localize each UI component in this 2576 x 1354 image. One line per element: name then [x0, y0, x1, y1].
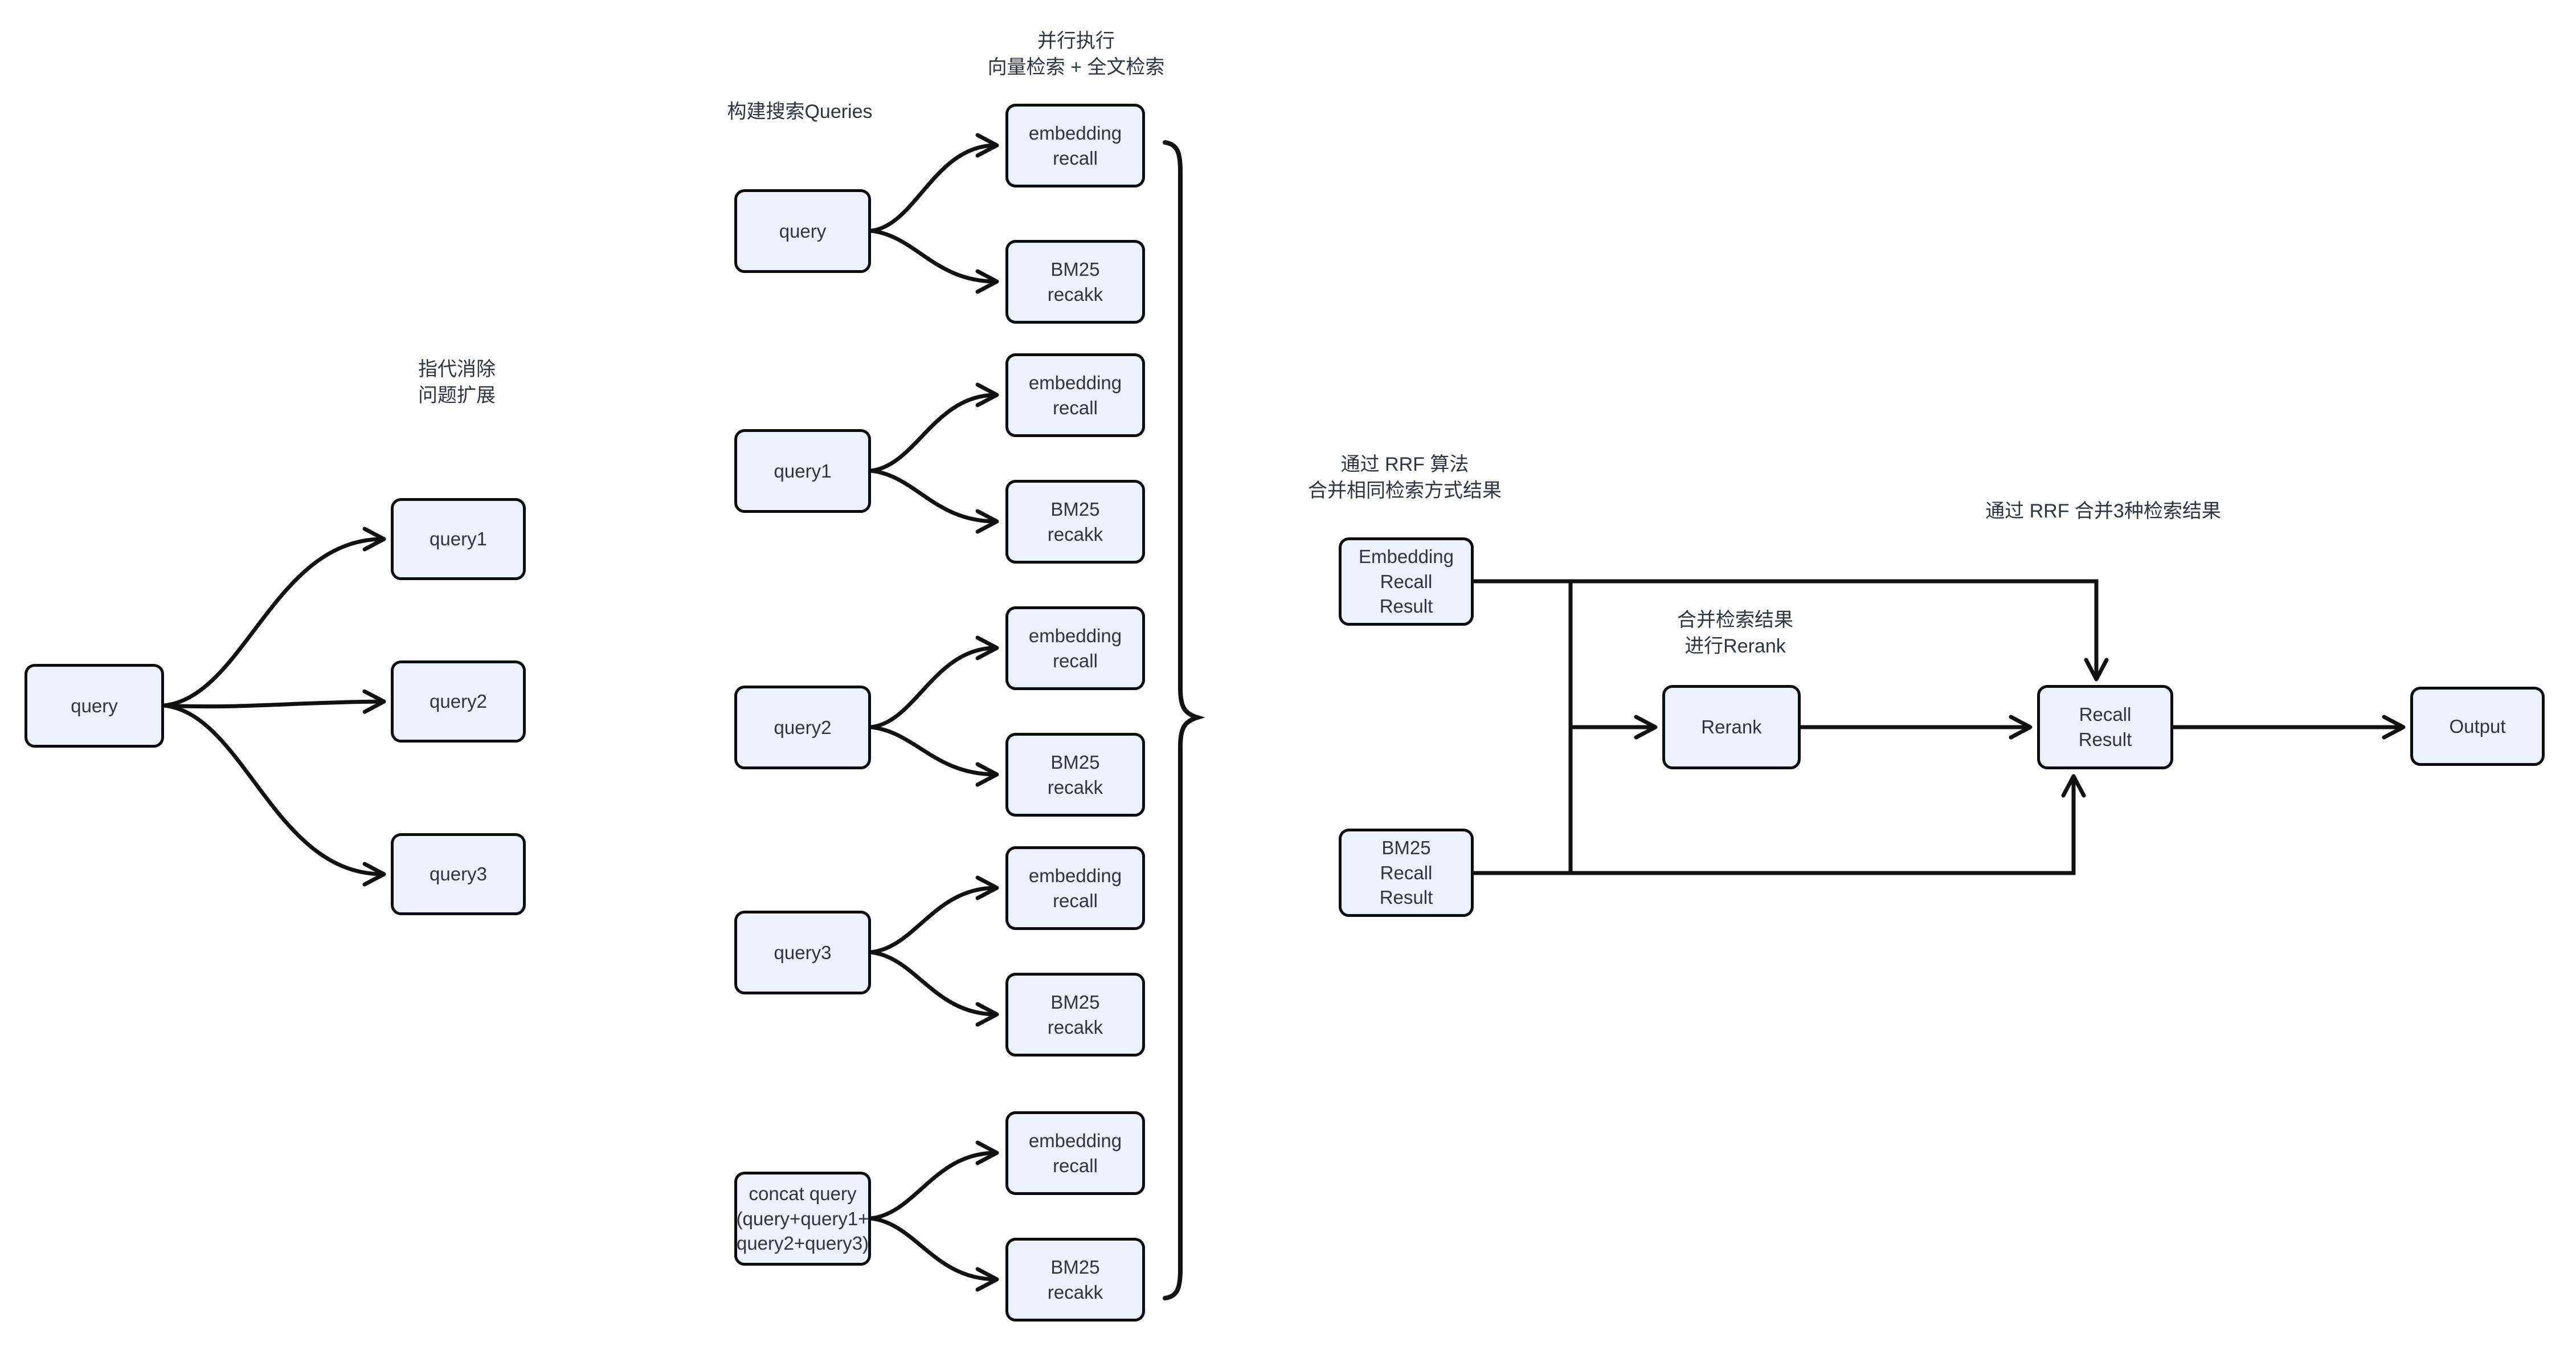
label-parallel-exec: 并行执行 向量检索 + 全文检索	[987, 30, 1165, 78]
edge-midq3-to-bm4	[869, 950, 999, 1027]
node-label: query	[779, 220, 827, 242]
node-bm25-recall-1: BM25 recakk	[1005, 240, 1145, 324]
node-label: embedding recall	[1028, 864, 1122, 911]
node-label: embedding recall	[1028, 122, 1122, 169]
node-query2: query2	[391, 660, 526, 743]
node-output: Output	[2410, 687, 2545, 766]
node-emb-recall-3: embedding recall	[1005, 606, 1145, 690]
node-label: query1	[430, 528, 487, 550]
node-label: BM25 recakk	[1047, 751, 1103, 798]
node-emb-recall-5: embedding recall	[1005, 1111, 1145, 1195]
node-query1: query1	[391, 498, 526, 580]
node-embedding-recall-result: Embedding Recall Result	[1339, 537, 1474, 626]
node-emb-recall-2: embedding recall	[1005, 353, 1145, 437]
node-query3: query3	[391, 833, 526, 915]
node-mid-query3: query3	[734, 911, 871, 994]
node-label: embedding recall	[1028, 372, 1122, 418]
label-merge-rerank: 合并检索结果 进行Rerank	[1677, 609, 1793, 657]
node-mid-query1: query1	[734, 429, 871, 513]
node-bm25-recall-2: BM25 recakk	[1005, 480, 1145, 564]
edge-midq2-to-emb3	[869, 635, 999, 729]
node-label: BM25 Recall Result	[1379, 837, 1433, 908]
edge-midq1-to-bm2	[869, 468, 999, 534]
node-label: BM25 recakk	[1047, 1256, 1103, 1303]
label-coref-expand: 指代消除 问题扩展	[418, 358, 496, 406]
node-label: Embedding Recall Result	[1359, 546, 1454, 617]
edge-bm25result-to-recallresult-bottom	[1471, 774, 2086, 875]
edge-midquery-to-emb1	[869, 133, 999, 233]
node-label: Output	[2449, 715, 2506, 737]
node-label: query2	[774, 716, 832, 738]
node-label: BM25 recakk	[1047, 498, 1103, 545]
node-bm25-recall-4: BM25 recakk	[1005, 973, 1145, 1057]
node-recall-result: Recall Result	[2037, 685, 2173, 769]
edge-embresult-to-recallresult-top	[1471, 579, 2109, 682]
edge-midq2-to-bm3	[869, 725, 999, 787]
node-mid-query2: query2	[734, 686, 871, 769]
node-label: query	[71, 695, 118, 716]
edge-midq1-to-emb2	[869, 382, 999, 473]
node-label: Recall Result	[2078, 704, 2132, 750]
node-label: query2	[430, 691, 487, 712]
node-label: query3	[774, 941, 832, 963]
node-label: BM25 recakk	[1047, 258, 1103, 305]
edge-midquery-to-bm1	[869, 229, 999, 294]
node-src-query: query	[24, 664, 164, 748]
node-label: query1	[774, 460, 832, 482]
node-concat-query: concat query (query+query1+ query2+query…	[734, 1172, 871, 1266]
edge-concat-to-bm5	[869, 1216, 999, 1292]
node-label: concat query (query+query1+ query2+query…	[736, 1183, 869, 1254]
edge-query-to-query1	[162, 527, 386, 708]
label-build-queries: 构建搜索Queries	[727, 101, 873, 123]
node-rerank: Rerank	[1662, 685, 1801, 769]
edge-midq3-to-emb4	[869, 875, 999, 955]
node-label: query3	[430, 863, 487, 885]
edge-query-to-query3	[162, 703, 386, 887]
label-rrf-three: 通过 RRF 合并3种检索结果	[1985, 500, 2221, 522]
node-emb-recall-1: embedding recall	[1005, 104, 1145, 187]
node-bm25-recall-result: BM25 Recall Result	[1339, 829, 1474, 917]
node-label: BM25 recakk	[1047, 991, 1103, 1038]
edge-concat-to-emb5	[869, 1140, 999, 1221]
label-rrf-same: 通过 RRF 算法 合并相同检索方式结果	[1308, 454, 1502, 501]
node-label: embedding recall	[1028, 1129, 1122, 1176]
edge-query-to-query2	[162, 689, 386, 714]
node-mid-query: query	[734, 189, 871, 273]
node-bm25-recall-5: BM25 recakk	[1005, 1238, 1145, 1322]
node-emb-recall-4: embedding recall	[1005, 846, 1145, 930]
curly-brace	[1163, 140, 1205, 1300]
node-label: Rerank	[1701, 716, 1762, 738]
node-label: embedding recall	[1028, 625, 1122, 671]
node-bm25-recall-3: BM25 recakk	[1005, 733, 1145, 817]
